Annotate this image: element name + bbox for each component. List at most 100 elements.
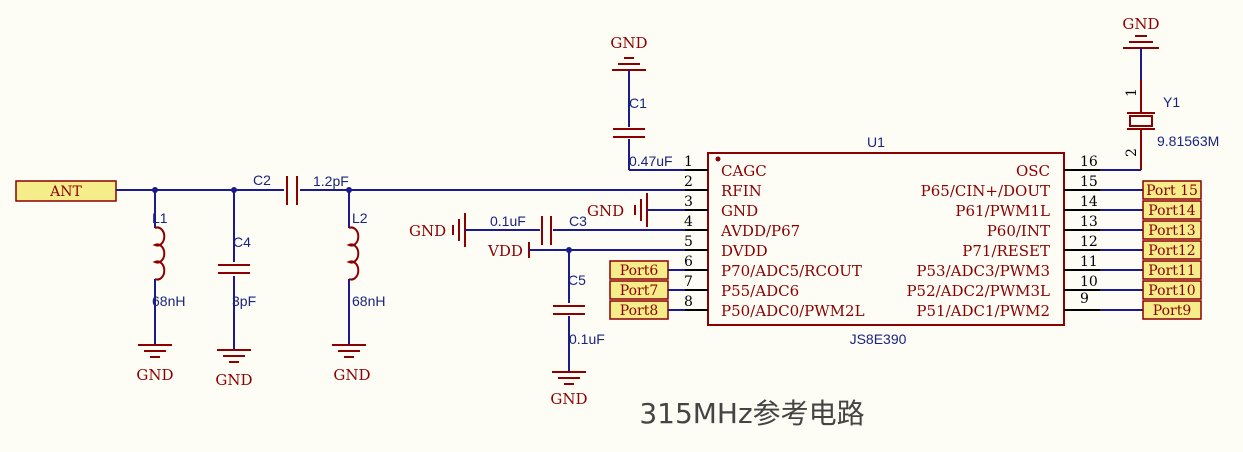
ant-port-label: ANT <box>49 184 82 200</box>
port-7: Port7 <box>609 280 685 300</box>
svg-text:8: 8 <box>684 294 693 310</box>
ic-part-number: JS8E390 <box>850 331 907 347</box>
svg-text:15: 15 <box>1080 174 1098 190</box>
port-label: Port9 <box>1153 303 1192 319</box>
port-15: Port 15 <box>1142 180 1202 200</box>
gnd-label: GND <box>1122 15 1159 33</box>
svg-text:3: 3 <box>684 194 693 210</box>
inductor-l1: L1 68nH <box>152 190 185 345</box>
port-label: Port12 <box>1148 243 1195 259</box>
gnd-pin3: GND <box>587 193 685 227</box>
port-8: Port8 <box>609 300 685 320</box>
ic-right-pin-13: 13 P60/INT <box>987 214 1100 240</box>
port-label: Port13 <box>1148 223 1195 239</box>
ic-left-pin-7: 7 P55/ADC6 <box>684 274 799 300</box>
port-label: Port7 <box>620 283 659 299</box>
capacitor-c5: C5 0.1uF GND <box>550 250 605 408</box>
svg-text:16: 16 <box>1080 154 1098 170</box>
gnd-label: GND <box>409 222 446 240</box>
gnd-label: GND <box>333 366 370 384</box>
svg-text:P61/PWM1L: P61/PWM1L <box>955 202 1050 220</box>
gnd-label: GND <box>587 202 624 220</box>
c5-value: 0.1uF <box>569 331 605 347</box>
svg-text:P70/ADC5/RCOUT: P70/ADC5/RCOUT <box>721 262 862 280</box>
ic-left-pin-6: 6 P70/ADC5/RCOUT <box>684 254 862 280</box>
port-label: Port6 <box>620 263 659 279</box>
ant-port: ANT <box>15 180 117 202</box>
c2-value: 1.2pF <box>313 173 349 189</box>
port-13: Port13 <box>1142 220 1202 240</box>
svg-text:P60/INT: P60/INT <box>987 222 1050 240</box>
port-label: Port14 <box>1148 203 1196 219</box>
svg-text:2: 2 <box>684 174 693 190</box>
svg-text:11: 11 <box>1080 254 1098 270</box>
ic-right-pin-9: 9 P51/ADC1/PWM2 <box>916 291 1100 320</box>
capacitor-c1: GND C1 0.47uF <box>610 34 685 171</box>
l1-value: 68nH <box>152 293 185 309</box>
svg-text:7: 7 <box>684 274 693 290</box>
c1-ref: C1 <box>629 95 647 111</box>
c3-ref: C3 <box>569 213 587 229</box>
svg-text:12: 12 <box>1080 234 1098 250</box>
svg-text:P55/ADC6: P55/ADC6 <box>721 282 799 300</box>
gnd-label: GND <box>136 366 173 384</box>
ic-left-pin-3: 3 GND <box>684 194 758 220</box>
port-12: Port12 <box>1142 240 1202 260</box>
vdd-label: VDD <box>487 242 523 260</box>
diagram-caption: 315MHz参考电路 <box>639 397 864 430</box>
svg-text:4: 4 <box>684 214 693 230</box>
inductor-l2: L2 68nH <box>346 190 385 345</box>
l1-ref: L1 <box>152 210 168 226</box>
ic-left-pin-8: 8 P50/ADC0/PWM2L <box>684 294 865 320</box>
vdd-net: VDD <box>487 242 685 260</box>
capacitor-c2: C2 1.2pF <box>253 172 349 205</box>
ic-u1: U1 JS8E390 1 CAGC 2 RFIN 3 GND 4 AVDD/P6… <box>684 134 1100 347</box>
c5-ref: C5 <box>568 272 586 288</box>
port-label: Port10 <box>1148 283 1195 299</box>
port-label: Port11 <box>1148 263 1195 279</box>
svg-text:OSC: OSC <box>1016 162 1050 180</box>
port-label: Port 15 <box>1146 183 1198 199</box>
gnd-label: GND <box>610 34 647 52</box>
y1-pin1: 1 <box>1124 88 1140 97</box>
gnd-label: GND <box>550 390 587 408</box>
svg-text:5: 5 <box>684 234 693 250</box>
capacitor-c3: GND 0.1uF C3 <box>409 213 685 247</box>
crystal-y1: GND 1 2 Y1 9.81563M <box>1100 15 1219 171</box>
ic-left-pin-5: 5 DVDD <box>684 234 768 260</box>
y1-ref: Y1 <box>1163 94 1180 110</box>
svg-text:13: 13 <box>1080 214 1098 230</box>
svg-text:CAGC: CAGC <box>721 162 767 180</box>
y1-value: 9.81563M <box>1157 133 1219 149</box>
l2-value: 68nH <box>352 293 385 309</box>
port-6: Port6 <box>609 260 685 280</box>
c2-ref: C2 <box>253 172 271 188</box>
svg-text:10: 10 <box>1080 274 1098 290</box>
svg-text:P51/ADC1/PWM2: P51/ADC1/PWM2 <box>916 302 1050 320</box>
svg-text:P53/ADC3/PWM3: P53/ADC3/PWM3 <box>916 262 1050 280</box>
ic-left-pin-4: 4 AVDD/P67 <box>684 214 800 240</box>
svg-text:9: 9 <box>1080 291 1089 307</box>
l2-ref: L2 <box>352 210 368 226</box>
ic-right-pin-10: 10 P52/ADC2/PWM3L <box>906 274 1100 300</box>
port-14: Port14 <box>1142 200 1202 220</box>
c1-value: 0.47uF <box>629 153 673 169</box>
port-9: Port9 <box>1142 300 1202 320</box>
c4-value: 3pF <box>232 293 256 309</box>
gnd-symbol-l1: GND <box>136 344 174 384</box>
ic-ref: U1 <box>867 134 885 150</box>
svg-text:GND: GND <box>721 202 758 220</box>
rf-wires <box>116 187 685 193</box>
ic-right-pin-14: 14 P61/PWM1L <box>955 194 1100 220</box>
ic-right-pin-16: 16 OSC <box>1016 154 1100 180</box>
right-port-wires <box>1100 189 1143 311</box>
svg-text:P50/ADC0/PWM2L: P50/ADC0/PWM2L <box>721 302 865 320</box>
ic-right-pin-15: 15 P65/CIN+/DOUT <box>921 174 1100 200</box>
svg-text:AVDD/P67: AVDD/P67 <box>720 222 800 240</box>
ic-left-pin-2: 2 RFIN <box>684 174 762 200</box>
gnd-label: GND <box>215 371 252 389</box>
port-11: Port11 <box>1142 260 1202 280</box>
svg-text:RFIN: RFIN <box>721 182 762 200</box>
svg-text:P52/ADC2/PWM3L: P52/ADC2/PWM3L <box>906 282 1050 300</box>
